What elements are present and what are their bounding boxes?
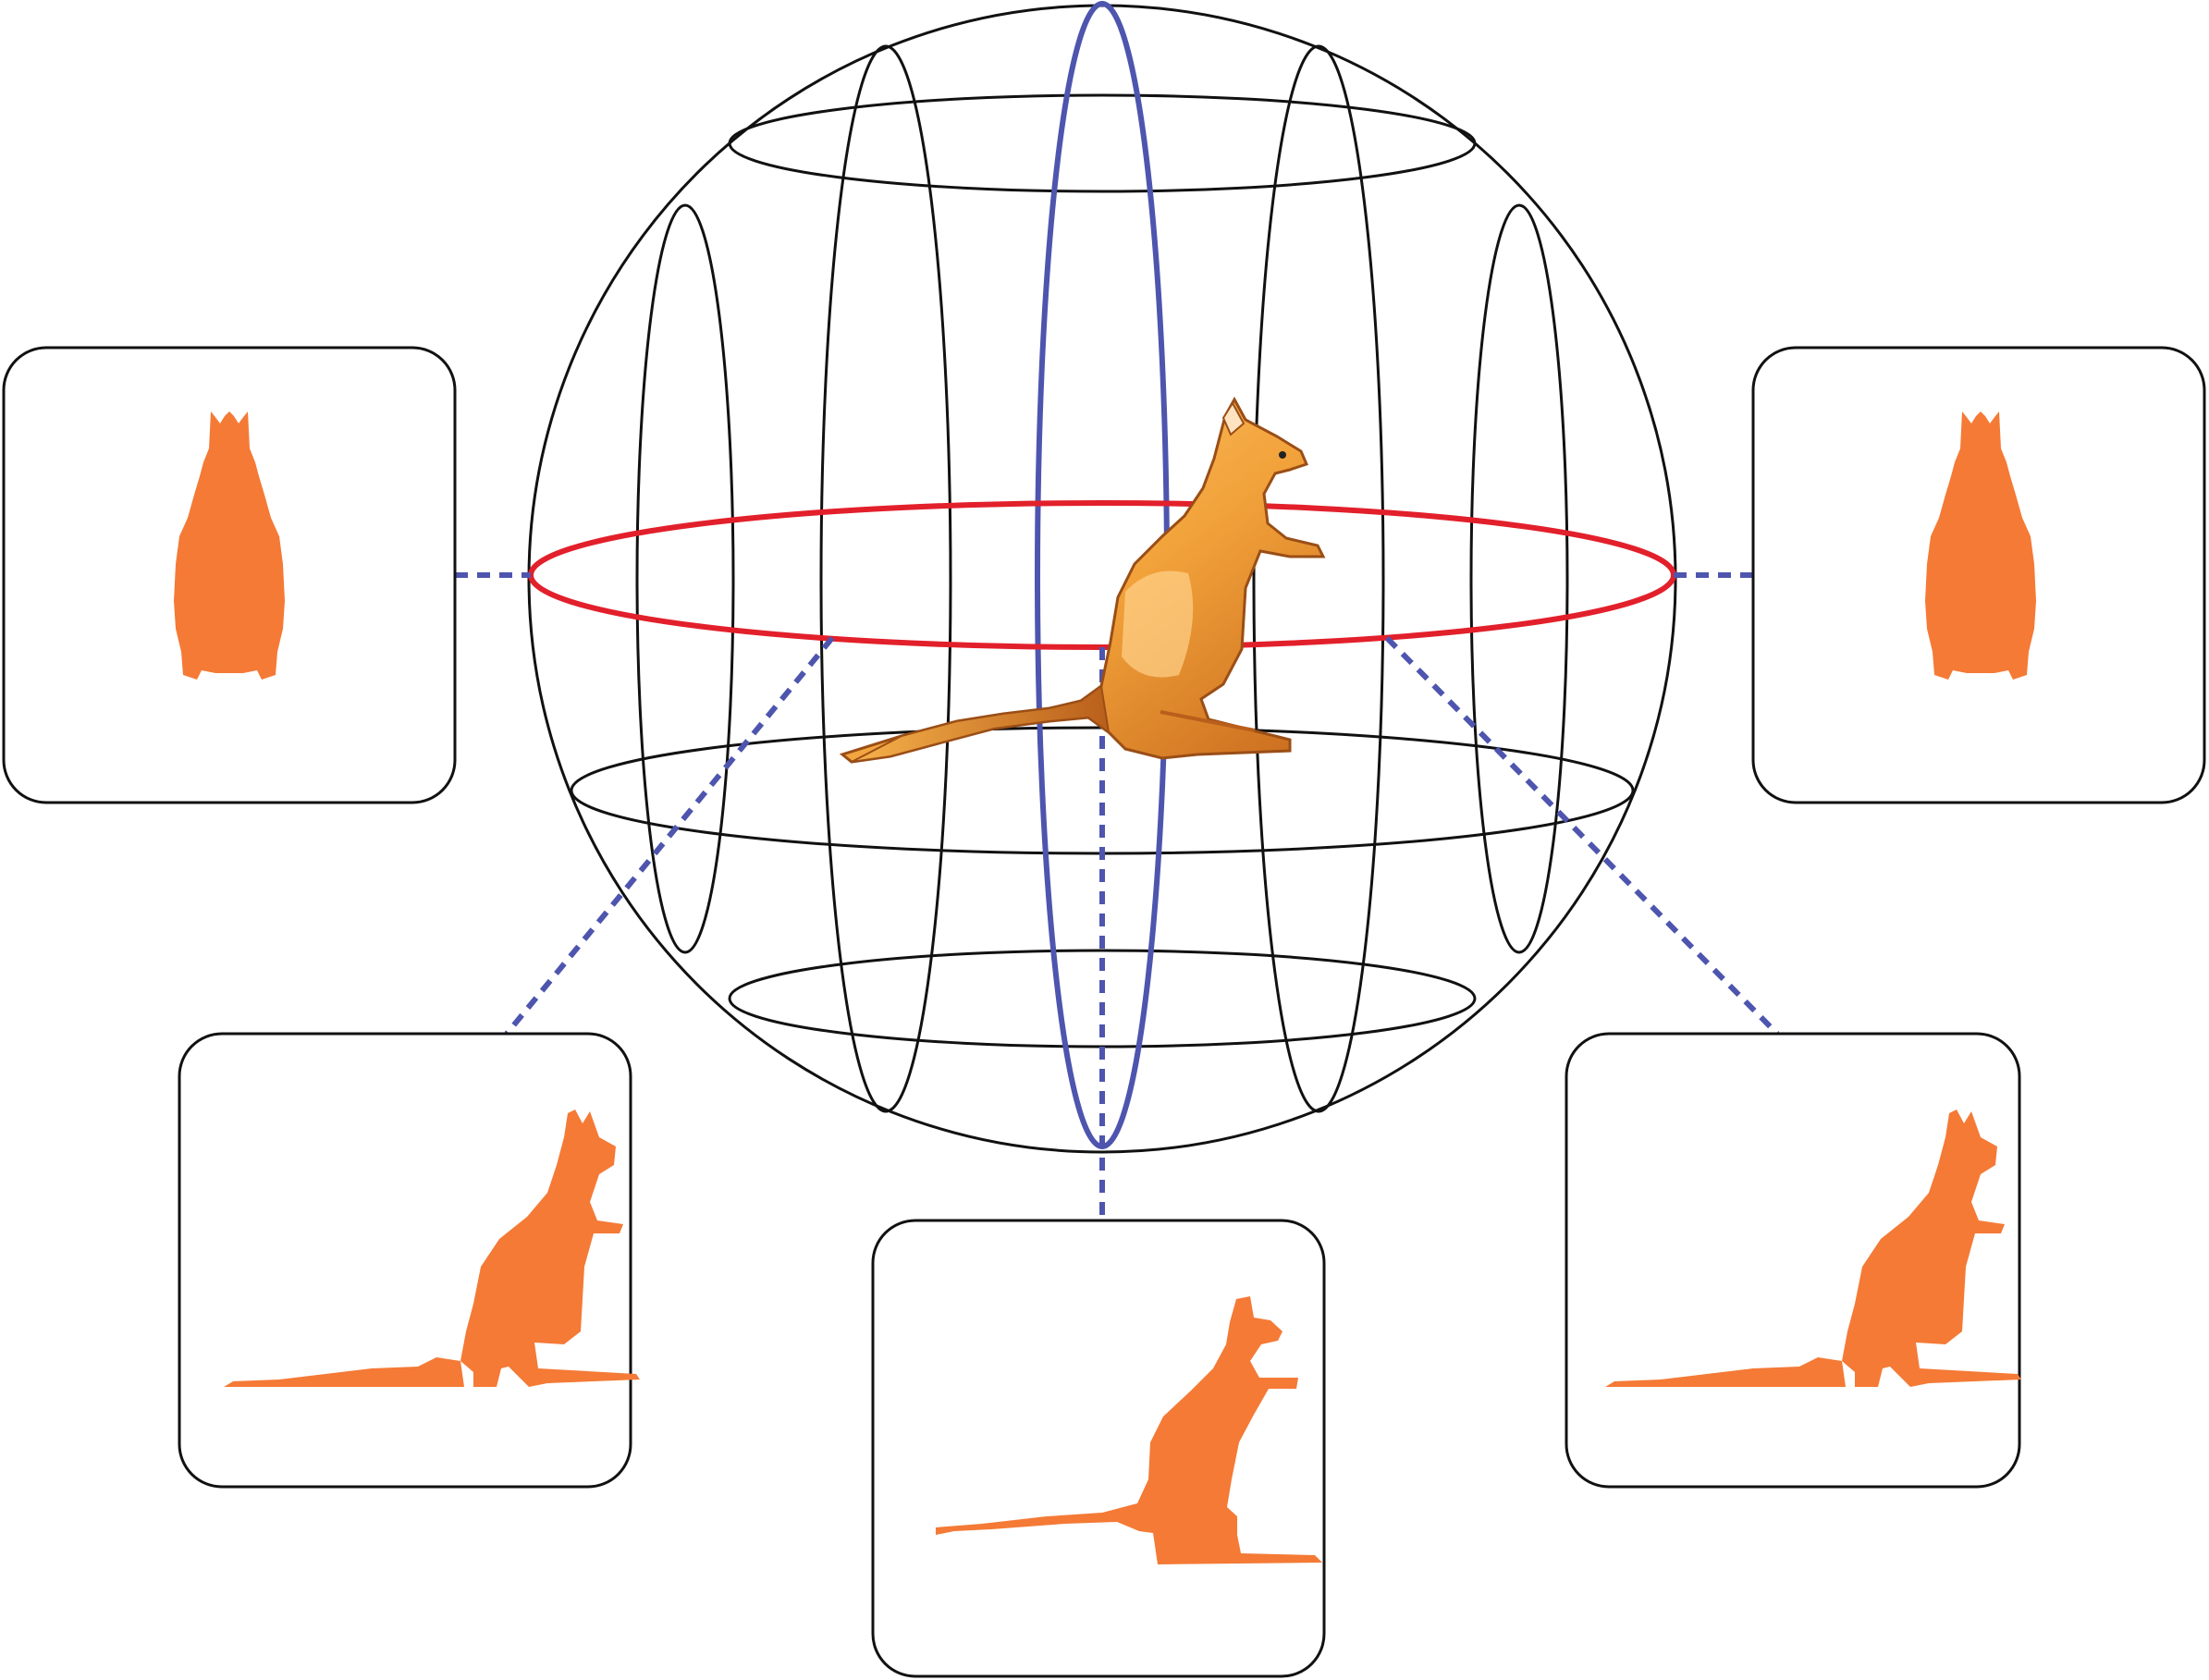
longitude-ring-1 [635,203,735,954]
kangaroo-3d-model-icon [839,396,1326,764]
longitude-ring-5 [1469,203,1569,954]
view-panel-right [1751,346,2206,804]
longitude-ring-4 [1252,44,1385,1113]
view-panel-lower-right [1565,1032,2021,1489]
view-panel-bottom [871,1219,1326,1678]
view-connectors [455,572,1780,1220]
latitude-ring-top [728,93,1477,193]
connector-lower-left [504,636,835,1036]
longitude-ring-2 [819,44,952,1113]
view-panel-lower-left [178,1032,640,1489]
equator-ring [528,500,1676,650]
connector-lower-right [1384,635,1780,1036]
view-panel-left [2,346,457,804]
